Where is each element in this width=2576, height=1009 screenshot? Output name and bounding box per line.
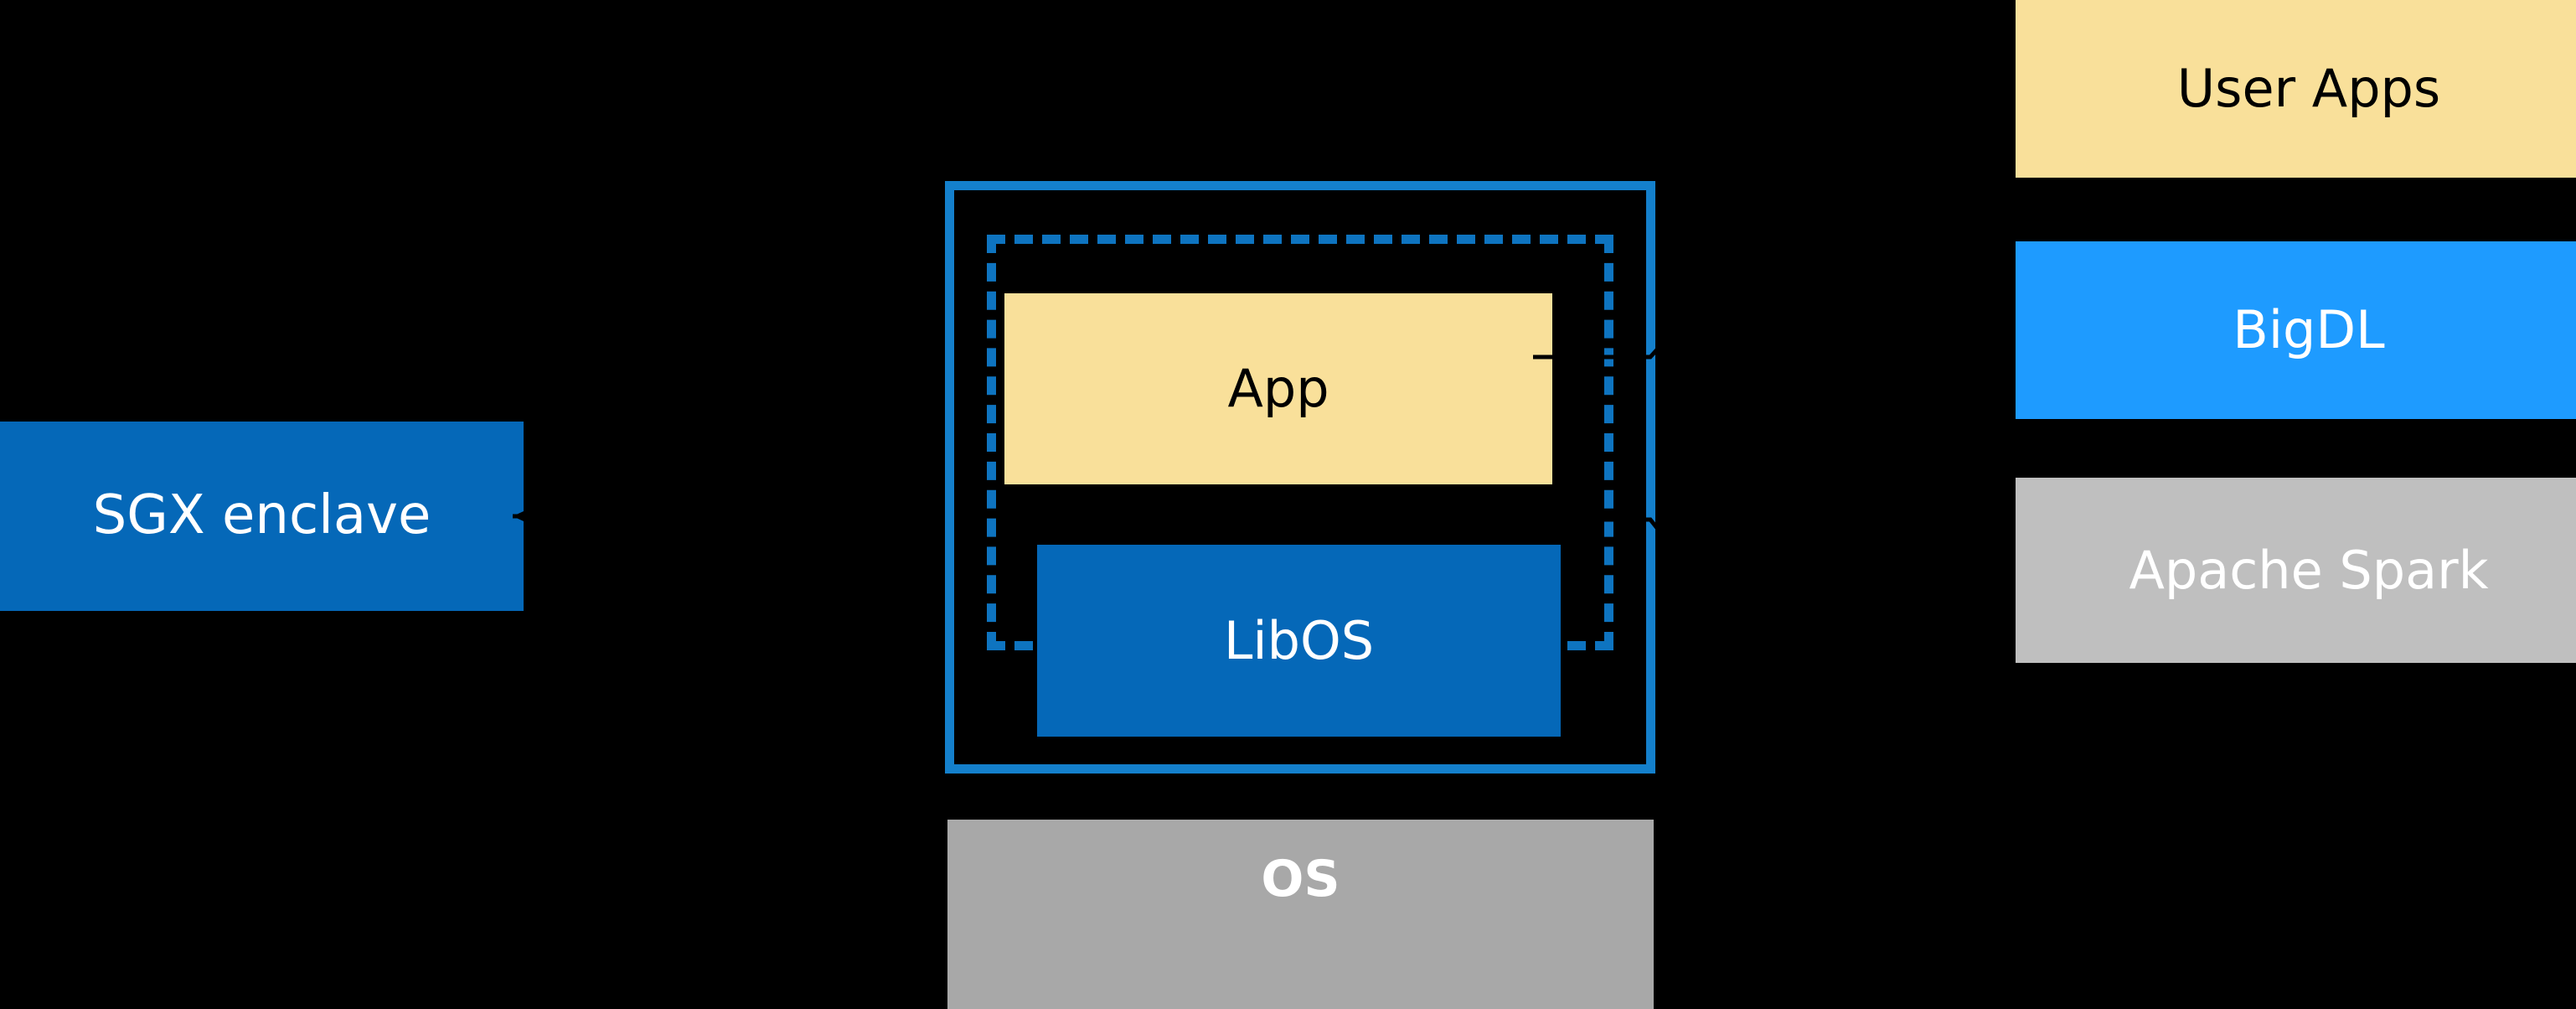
sgx-enclave-box: SGX enclave	[0, 422, 524, 611]
apache-spark-box: Apache Spark	[2016, 478, 2576, 663]
user-apps-label: User Apps	[2176, 57, 2441, 119]
enclave-outer-frame	[945, 181, 1655, 774]
os-box: OS	[947, 820, 1654, 1009]
user-apps-box: User Apps	[2016, 0, 2576, 178]
libos-label: LibOS	[1223, 609, 1375, 671]
app-box: App	[1004, 293, 1552, 484]
apache-spark-label: Apache Spark	[2129, 539, 2489, 601]
app-label: App	[1227, 358, 1329, 420]
os-label: OS	[1261, 850, 1340, 908]
sgx-enclave-connector	[513, 507, 965, 525]
bigdl-label: BigDL	[2233, 299, 2385, 361]
libos-box: LibOS	[1037, 545, 1561, 737]
sgx-enclave-label: SGX enclave	[92, 484, 431, 547]
bigdl-box: BigDL	[2016, 241, 2576, 419]
